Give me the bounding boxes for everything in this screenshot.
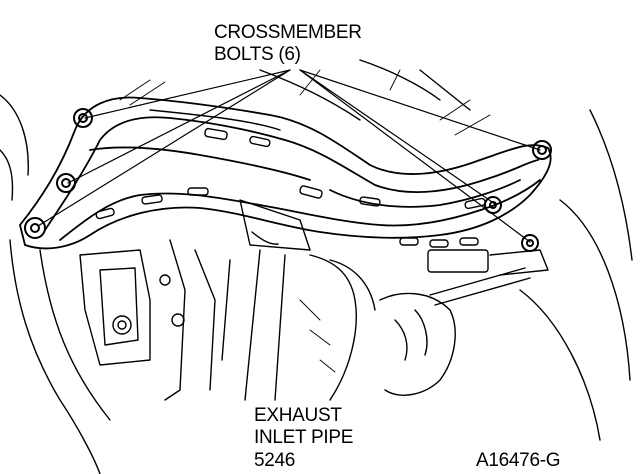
- bolt-1: [73, 108, 93, 128]
- exhaust-inlet-pipe: [221, 199, 376, 401]
- left-bracket: [79, 239, 216, 401]
- crossmember-bolts: [24, 108, 552, 252]
- vehicle-body-lines: [0, 59, 633, 474]
- detail-strokes: [119, 69, 491, 373]
- hand-with-tool: [379, 249, 549, 396]
- crossmember-bolts-label-line2: BOLTS (6): [214, 44, 301, 65]
- bolt-3: [24, 217, 46, 239]
- exhaust-pipe-label-line1: EXHAUST: [254, 405, 342, 426]
- crossmember-bolts-label-line1: CROSSMEMBER: [214, 22, 362, 43]
- bolt-4: [532, 140, 552, 160]
- crossmember-leader-lines: [37, 69, 541, 243]
- figure-id: A16476-G: [476, 450, 561, 471]
- crossmember: [19, 96, 552, 250]
- exhaust-pipe-part-number: 5246: [254, 450, 296, 471]
- bolt-2: [56, 173, 76, 193]
- bolt-5: [484, 196, 502, 214]
- exhaust-pipe-label-line2: INLET PIPE: [254, 427, 354, 448]
- crossmember-slots: [95, 127, 486, 248]
